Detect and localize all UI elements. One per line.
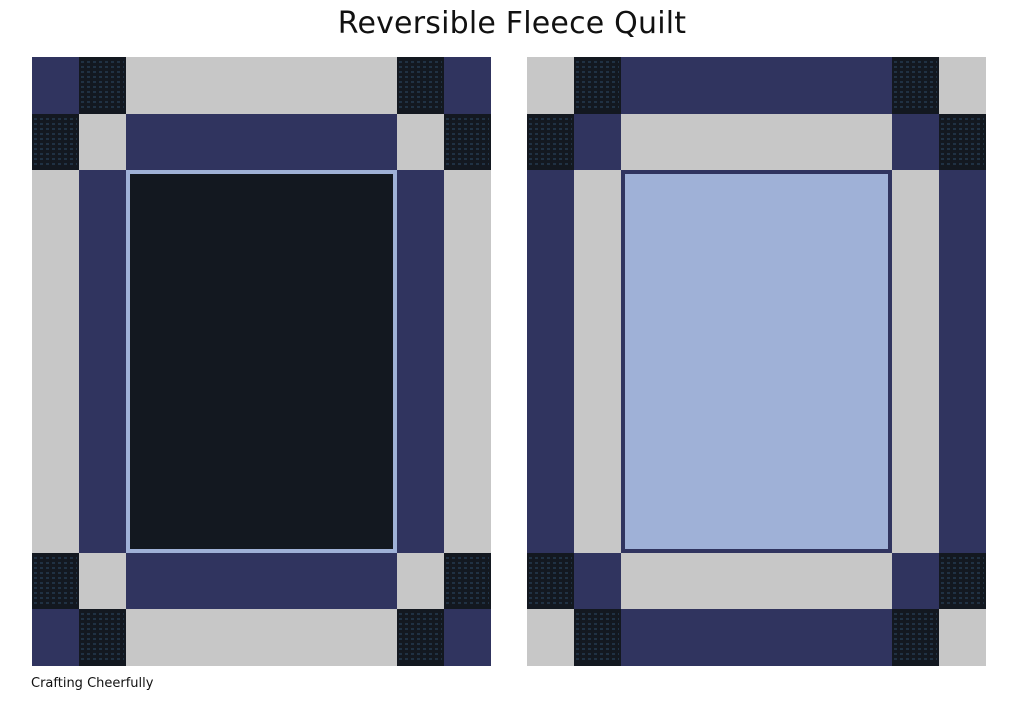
right-quilt-black-patterned-patch	[892, 609, 939, 666]
left-quilt-black-patterned-patch	[444, 553, 491, 609]
right-quilt-center-block	[621, 170, 892, 553]
dash-pattern	[81, 613, 124, 660]
left-quilt-navy-patch	[32, 609, 79, 666]
dash-pattern	[446, 118, 489, 165]
left-quilt-black-patterned-patch	[397, 609, 444, 666]
dash-pattern	[529, 557, 572, 604]
left-quilt-navy-patch	[444, 609, 491, 666]
right-quilt-gray-patch	[527, 609, 574, 666]
right-quilt-navy-patch	[621, 609, 892, 666]
left-quilt-black-patterned-patch	[79, 57, 126, 114]
dash-pattern	[894, 613, 937, 660]
dash-pattern	[81, 61, 124, 108]
right-quilt-black-patterned-patch	[527, 114, 574, 170]
left-quilt	[32, 57, 491, 666]
credit-text: Crafting Cheerfully	[31, 676, 154, 691]
dash-pattern	[941, 557, 984, 604]
left-quilt-navy-patch	[397, 170, 444, 553]
left-quilt-gray-patch	[79, 114, 126, 170]
left-quilt-navy-patch	[126, 553, 397, 609]
right-quilt	[527, 57, 986, 666]
left-quilt-gray-patch	[444, 170, 491, 553]
dash-pattern	[941, 118, 984, 165]
dash-pattern	[894, 61, 937, 108]
dash-pattern	[399, 613, 442, 660]
right-quilt-black-patterned-patch	[574, 609, 621, 666]
right-quilt-gray-patch	[574, 170, 621, 553]
dash-pattern	[529, 118, 572, 165]
right-quilt-gray-patch	[892, 170, 939, 553]
right-quilt-gray-patch	[939, 609, 986, 666]
right-quilt-navy-patch	[621, 57, 892, 114]
left-quilt-center-block	[126, 170, 397, 553]
left-quilt-navy-patch	[444, 57, 491, 114]
left-quilt-navy-patch	[126, 114, 397, 170]
right-quilt-gray-patch	[527, 57, 574, 114]
left-quilt-gray-patch	[126, 609, 397, 666]
left-quilt-black-patterned-patch	[444, 114, 491, 170]
dash-pattern	[34, 557, 77, 604]
right-quilt-navy-patch	[892, 114, 939, 170]
dash-pattern	[576, 61, 619, 108]
dash-pattern	[576, 613, 619, 660]
dash-pattern	[34, 118, 77, 165]
left-quilt-gray-patch	[126, 57, 397, 114]
left-quilt-gray-patch	[32, 170, 79, 553]
left-quilt-diagram	[32, 57, 491, 666]
right-quilt-black-patterned-patch	[527, 553, 574, 609]
right-quilt-navy-patch	[892, 553, 939, 609]
left-quilt-gray-patch	[397, 114, 444, 170]
dash-pattern	[446, 557, 489, 604]
right-quilt-black-patterned-patch	[939, 553, 986, 609]
page-title: Reversible Fleece Quilt	[337, 6, 687, 41]
left-quilt-gray-patch	[397, 553, 444, 609]
left-quilt-black-patterned-patch	[32, 553, 79, 609]
left-quilt-navy-patch	[32, 57, 79, 114]
right-quilt-navy-patch	[939, 170, 986, 553]
left-quilt-black-patterned-patch	[397, 57, 444, 114]
right-quilt-black-patterned-patch	[574, 57, 621, 114]
right-quilt-gray-patch	[621, 553, 892, 609]
right-quilt-gray-patch	[621, 114, 892, 170]
right-quilt-gray-patch	[939, 57, 986, 114]
left-quilt-gray-patch	[79, 553, 126, 609]
right-quilt-navy-patch	[574, 553, 621, 609]
right-quilt-diagram	[527, 57, 986, 666]
left-quilt-black-patterned-patch	[79, 609, 126, 666]
right-quilt-navy-patch	[574, 114, 621, 170]
left-quilt-navy-patch	[79, 170, 126, 553]
right-quilt-black-patterned-patch	[892, 57, 939, 114]
left-quilt-black-patterned-patch	[32, 114, 79, 170]
right-quilt-navy-patch	[527, 170, 574, 553]
dash-pattern	[399, 61, 442, 108]
right-quilt-black-patterned-patch	[939, 114, 986, 170]
